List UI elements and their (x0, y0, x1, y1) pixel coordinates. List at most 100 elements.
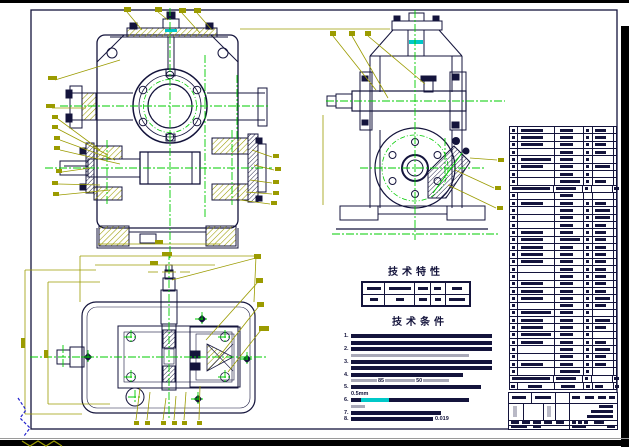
bom-cell (583, 134, 592, 141)
bom-cell (554, 134, 583, 141)
bom-text-bar (521, 245, 543, 249)
bom-cell (583, 317, 592, 324)
bom-cell (583, 200, 592, 207)
bom-cell (582, 185, 591, 192)
bom-text-bar (512, 333, 515, 337)
bom-row (510, 323, 616, 331)
bom-text-bar (586, 128, 589, 132)
tech-condition-line (344, 365, 496, 371)
bom-cell (583, 148, 592, 156)
bom-cell (554, 361, 583, 368)
cell-text-bar (388, 286, 411, 290)
bom-cell (510, 368, 517, 374)
bom-cell (554, 163, 583, 170)
bom-text-bar (556, 377, 576, 381)
bom-cell (517, 368, 554, 375)
tech-condition-line: 0.5mm (344, 391, 496, 397)
bom-cell (517, 287, 554, 295)
bom-text-bar (560, 311, 573, 315)
bom-text-bar (512, 143, 515, 147)
tech-properties-row (363, 283, 469, 294)
bom-text-bar (560, 318, 573, 322)
bom-cell (592, 265, 613, 273)
bom-cell (583, 265, 592, 273)
bom-text-bar (512, 362, 515, 366)
bom-text-bar (586, 135, 589, 139)
bom-cell (613, 361, 621, 368)
tech-condition-line: 2. (344, 346, 496, 352)
tech-condition-line: 7. (344, 410, 496, 416)
bom-row (510, 162, 616, 170)
bom-cell (583, 222, 592, 229)
condition-number: 3. (344, 358, 349, 365)
bom-text-bar (560, 172, 573, 176)
bom-cell (583, 353, 592, 360)
bom-row (510, 235, 616, 243)
bom-cell (510, 273, 517, 279)
bom-row (510, 294, 616, 302)
bom-cell (583, 192, 592, 200)
bom-cell (613, 251, 621, 258)
tech-properties-title: 技术特性 (388, 267, 444, 278)
bom-text-bar (560, 201, 573, 205)
bom-cell (510, 149, 517, 155)
bom-cell (592, 295, 613, 302)
bom-cell (517, 309, 554, 317)
bom-cell (554, 265, 583, 273)
bom-text-bar (595, 165, 610, 169)
bom-cell (613, 295, 621, 302)
bom-text-bar (521, 289, 543, 293)
bom-text-bar (595, 318, 610, 322)
bom-text-bar (560, 209, 573, 213)
condition-value: 50 (416, 377, 423, 384)
bom-row (510, 272, 616, 280)
bom-text-bar (512, 179, 515, 183)
bom-cell (510, 156, 517, 162)
bom-cell (592, 331, 613, 339)
bom-text-bar (512, 165, 515, 169)
bom-text-bar (586, 369, 589, 373)
bom-cell (592, 309, 613, 317)
bom-text-bar (521, 333, 551, 337)
bom-cell (583, 214, 592, 222)
cell-text-bar (395, 298, 404, 302)
tech-properties-cell (413, 294, 430, 305)
bom-cell (517, 273, 554, 280)
bom-cell (510, 383, 517, 389)
condition-text-bar (351, 385, 481, 390)
bom-cell (583, 309, 592, 317)
bom-cell (554, 214, 583, 222)
bom-cell (517, 382, 554, 390)
bom-cell (510, 215, 517, 221)
bom-text-bar (560, 267, 573, 271)
bom-text-bar (521, 318, 543, 322)
tech-properties-row (363, 293, 469, 305)
bom-text-bar (586, 231, 589, 235)
bom-text-bar (586, 260, 589, 264)
bom-cell (592, 382, 613, 390)
bom-text-bar (512, 231, 515, 235)
cell-text-bar (366, 286, 381, 290)
bom-cell (554, 295, 583, 302)
bom-text-bar (595, 209, 610, 213)
bom-cell (613, 163, 621, 170)
bom-cell (613, 331, 621, 339)
bom-text-bar (512, 209, 515, 213)
bom-cell (583, 258, 592, 265)
bom-cell (613, 287, 621, 295)
bom-text-bar (586, 252, 589, 256)
bom-text-bar (560, 369, 580, 373)
bom-cell (554, 382, 583, 390)
bom-text-bar (560, 304, 573, 308)
bom-text-bar (512, 245, 515, 249)
bom-cell (613, 170, 621, 178)
bom-text-bar (560, 296, 573, 300)
bom-row (510, 264, 616, 273)
bom-cell (592, 251, 613, 258)
bom-row (510, 338, 616, 346)
bom-cell (510, 266, 517, 272)
bom-cell (613, 368, 621, 375)
bom-text-bar (560, 260, 573, 264)
bom-cell (554, 222, 583, 229)
bom-row (510, 140, 616, 148)
